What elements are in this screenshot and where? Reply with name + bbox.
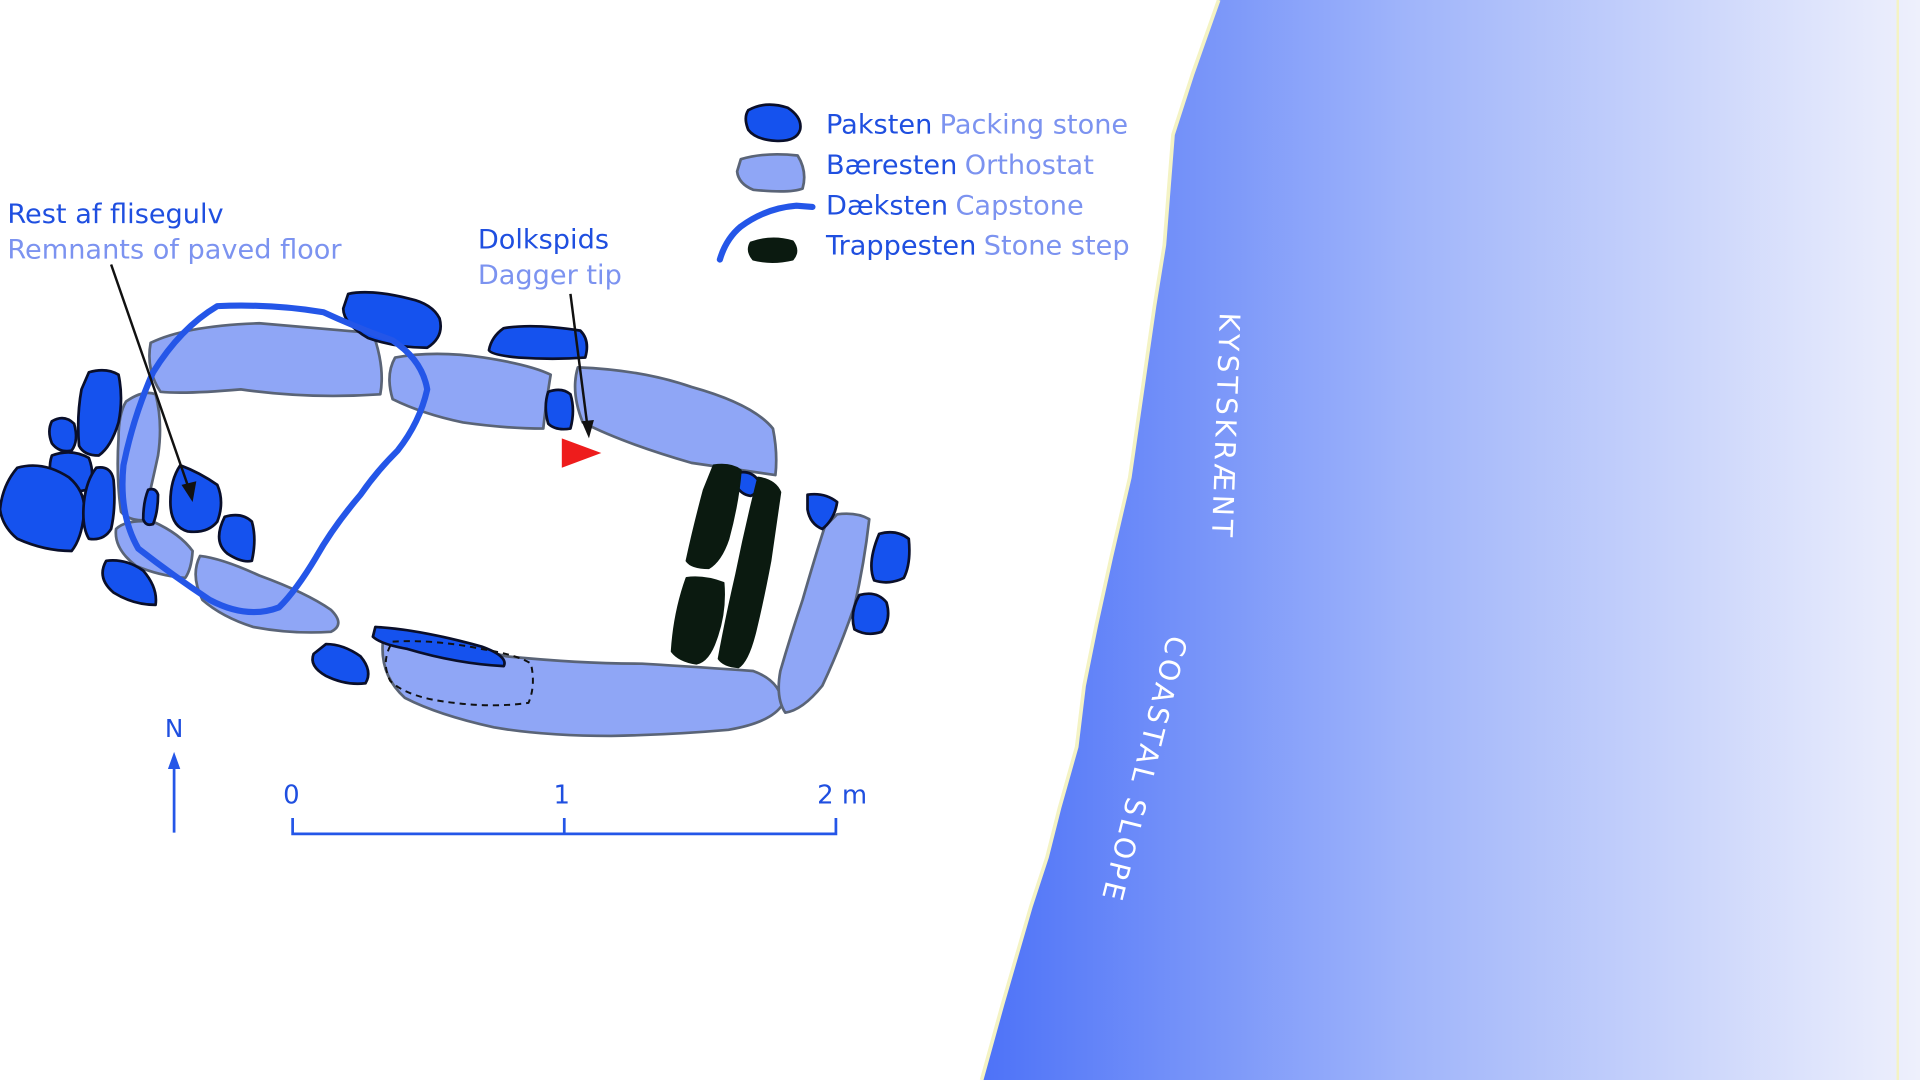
packing-stone [76, 368, 123, 457]
annotation-dagger-en: Dagger tip [478, 260, 622, 291]
paved-floor-outline [384, 640, 534, 707]
capstone-icon [716, 202, 816, 263]
packing-stone-icon [744, 103, 802, 143]
packing-stone [544, 388, 575, 431]
north-arrow: N [165, 714, 183, 833]
stone-step [670, 576, 725, 665]
orthostat [148, 321, 384, 398]
scale-tick-1: 1 [554, 780, 571, 810]
capstone-outline [119, 302, 431, 616]
orthostat [573, 366, 778, 477]
orthostat-icon [735, 152, 806, 193]
packing-stone [870, 530, 911, 584]
slope-edge [979, 0, 1221, 1080]
packing-stone [101, 559, 158, 607]
packing-stone [371, 625, 506, 668]
north-label: N [165, 714, 183, 743]
coastal-slope: KYSTSKRÆNT COASTAL SLOPE [979, 0, 1920, 1080]
packing-stone [0, 464, 86, 553]
annotation-floor-dk: Rest af flisegulv [7, 199, 223, 230]
annotation-dagger-dk: Dolkspids [478, 225, 609, 256]
scale-bar: 0 1 2 m [283, 780, 867, 836]
stone-step-icon [747, 237, 798, 263]
orthostat [194, 554, 340, 634]
stone-step [685, 463, 742, 570]
orthostat [777, 512, 871, 714]
packing-stone [311, 642, 370, 686]
packing-stone [81, 466, 116, 541]
stone-step [717, 476, 782, 669]
scale-tick-0: 0 [283, 780, 300, 810]
packing-stone [806, 492, 839, 531]
stone-steps [670, 463, 782, 669]
packing-stone [487, 324, 589, 361]
dagger-tip-marker [561, 438, 602, 468]
packing-stone [48, 416, 78, 453]
north-arrow-icon [167, 751, 181, 769]
arrow-head [581, 420, 594, 439]
annotation-floor-en: Remnants of paved floor [7, 234, 342, 265]
arrow-head [181, 481, 197, 503]
slope-label-dk: KYSTSKRÆNT [1205, 312, 1246, 541]
scale-tick-2: 2 m [817, 780, 867, 810]
packing-stone [851, 592, 890, 636]
orthostat [388, 352, 553, 430]
packing-stone [169, 463, 223, 534]
packing-stone [217, 513, 256, 563]
packing-stones [0, 290, 911, 686]
annotation-dagger: Dolkspids Dagger tip [478, 225, 622, 439]
annotation-floor: Rest af flisegulv Remnants of paved floo… [7, 199, 342, 503]
packing-stone [141, 487, 160, 527]
